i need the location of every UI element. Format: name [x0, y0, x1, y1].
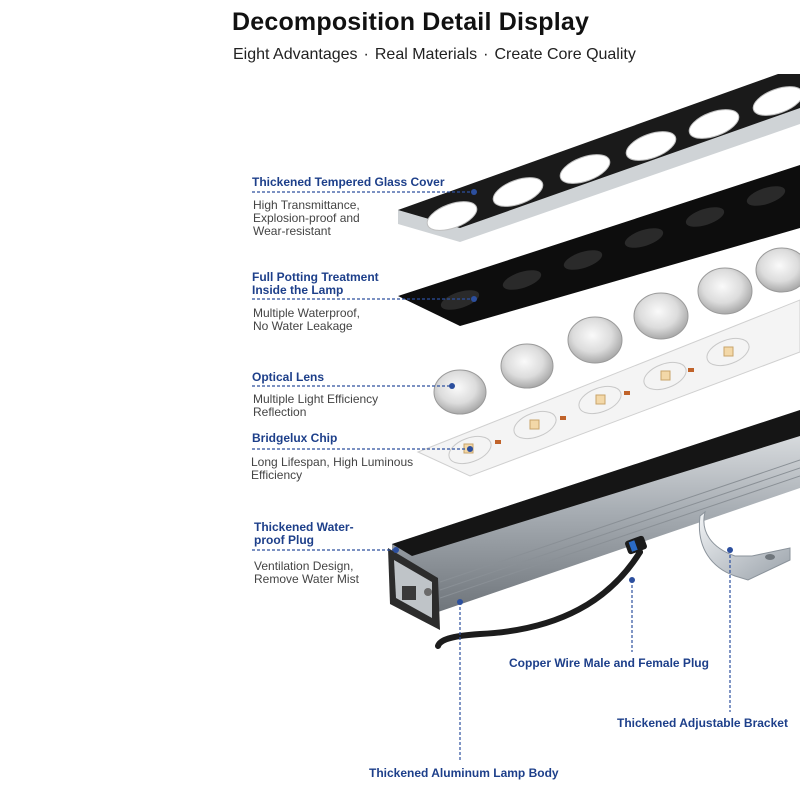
desc-line: Multiple Light Efficiency [253, 392, 379, 406]
potting-layer [398, 165, 800, 326]
feature-glass-cover-label: Thickened Tempered Glass Cover [252, 176, 445, 189]
desc-line: Wear-resistant [253, 224, 331, 238]
callout-lines [252, 191, 731, 760]
subtitle-part-1: Eight Advantages [233, 46, 358, 63]
desc-line: No Water Leakage [253, 319, 353, 333]
label-line: Full Potting Treatment [252, 270, 379, 284]
desc-line: Explosion-proof and [253, 211, 360, 225]
feature-chip-label: Bridgelux Chip [252, 432, 337, 445]
lamp-body-label: Thickened Aluminum Lamp Body [369, 766, 559, 780]
feature-glass-cover-desc: High Transmittance, Explosion-proof and … [253, 199, 360, 238]
plug-ring [628, 540, 638, 552]
feature-chip-desc: Long Lifespan, High Luminous Efficiency [251, 456, 413, 482]
aluminum-housing [388, 410, 800, 630]
subtitle-part-2: Real Materials [374, 46, 478, 63]
optical-lens-row [433, 247, 800, 415]
feature-potting-desc: Multiple Waterproof, No Water Leakage [253, 307, 360, 333]
copper-wire-label: Copper Wire Male and Female Plug [509, 656, 709, 670]
desc-line: Efficiency [251, 468, 303, 482]
feature-plug-label: Thickened Water- proof Plug [254, 521, 354, 547]
desc-line: Ventilation Design, [254, 559, 354, 573]
bracket-label: Thickened Adjustable Bracket [617, 716, 788, 730]
subtitle-separator: · [363, 46, 369, 63]
subtitle-separator: · [483, 46, 489, 63]
feature-optical-lens-desc: Multiple Light Efficiency Reflection [253, 393, 378, 419]
desc-line: Remove Water Mist [254, 572, 359, 586]
desc-line: Reflection [253, 405, 307, 419]
desc-line: Long Lifespan, High Luminous [251, 455, 414, 469]
label-line: Thickened Tempered Glass Cover [252, 175, 445, 189]
label-line: Optical Lens [252, 370, 325, 384]
page-subtitle: Eight Advantages · Real Materials · Create C… [233, 46, 636, 64]
feature-optical-lens-label: Optical Lens [252, 371, 324, 384]
desc-line: Multiple Waterproof, [253, 306, 360, 320]
desc-line: High Transmittance, [253, 198, 360, 212]
led-board [416, 299, 800, 477]
page-title: Decomposition Detail Display [232, 8, 590, 36]
feature-plug-desc: Ventilation Design, Remove Water Mist [254, 560, 359, 586]
label-line: Thickened Water- [254, 520, 354, 534]
label-line: proof Plug [254, 533, 314, 547]
subtitle-part-3: Create Core Quality [494, 46, 636, 63]
label-line: Inside the Lamp [252, 283, 344, 297]
label-line: Bridgelux Chip [252, 431, 338, 445]
glass-cover [398, 74, 800, 242]
callout-dots [393, 189, 733, 605]
adjustable-bracket [698, 510, 791, 581]
feature-potting-label: Full Potting Treatment Inside the Lamp [252, 271, 379, 297]
